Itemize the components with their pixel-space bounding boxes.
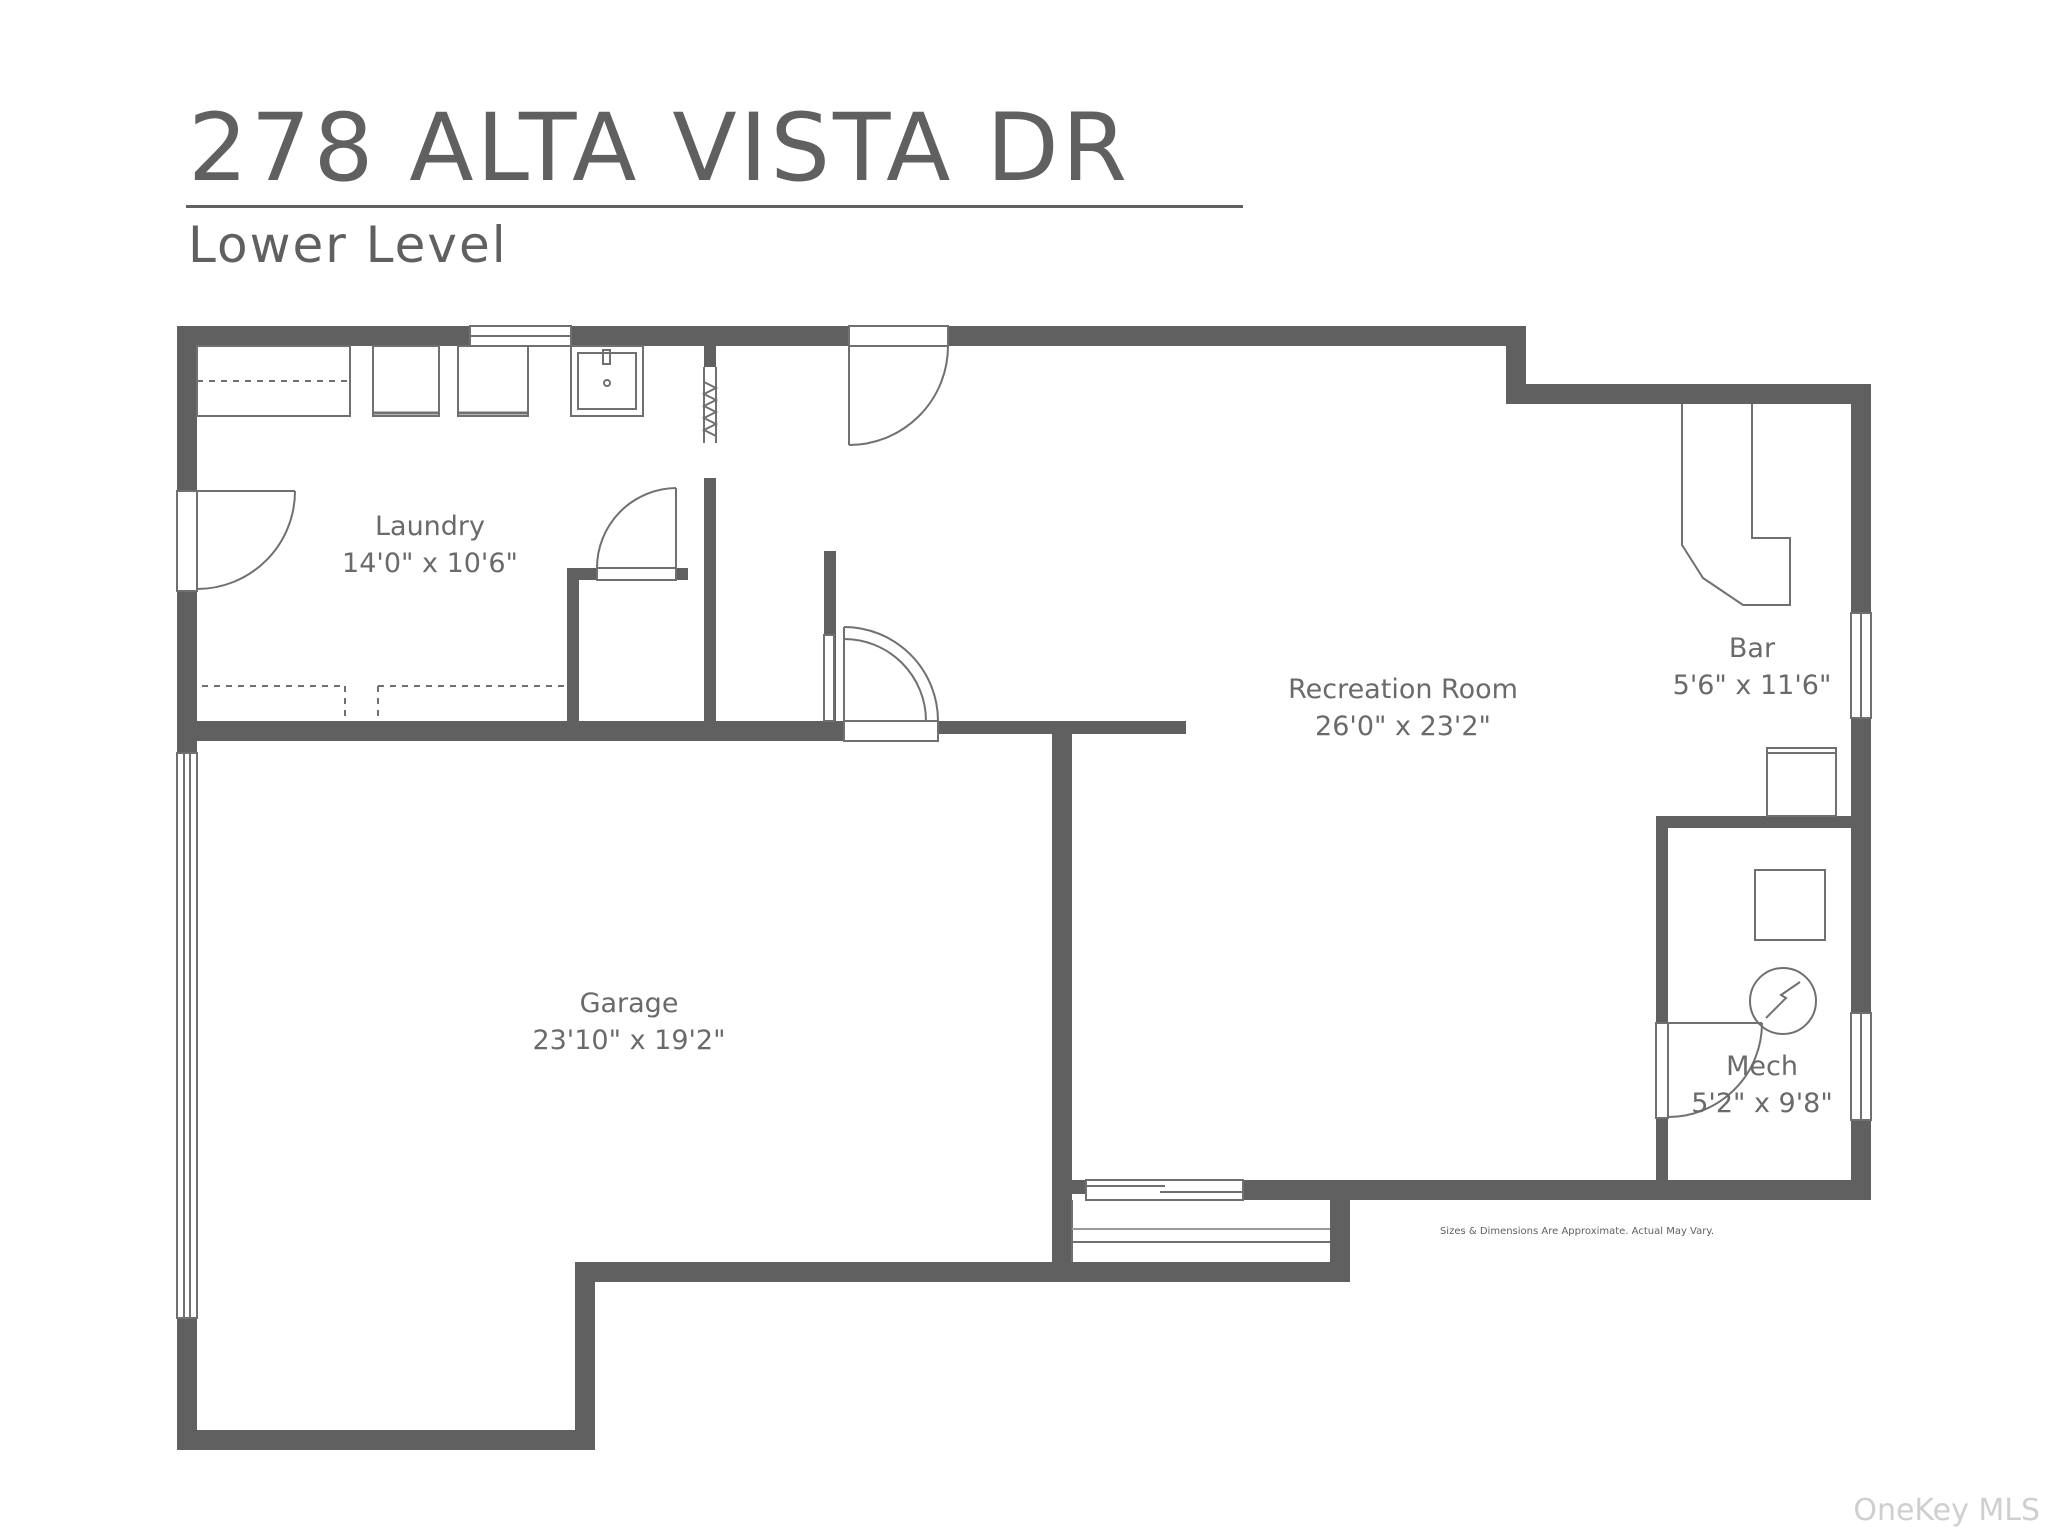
- door-closet: [596, 487, 677, 581]
- fixtures: [196, 345, 1837, 1262]
- door-recreation: [823, 626, 939, 742]
- laundry-size: 14'0" x 10'6": [342, 548, 518, 579]
- garage-name: Garage: [580, 988, 679, 1019]
- door-laundry-exterior: [176, 490, 296, 592]
- bar-counter: [1681, 404, 1791, 606]
- mech-size: 5'2" x 9'8": [1691, 1088, 1833, 1119]
- dryer-icon: [457, 345, 529, 417]
- furnace-icon: [1754, 869, 1826, 941]
- page-subtitle: Lower Level: [188, 216, 508, 274]
- entry-step: [1071, 1200, 1330, 1262]
- page-title: 278 ALTA VISTA DR: [188, 94, 1131, 203]
- garage-size: 23'10" x 19'2": [532, 1025, 725, 1056]
- recreation-name: Recreation Room: [1288, 674, 1518, 705]
- laundry-name: Laundry: [375, 511, 485, 542]
- bar-name: Bar: [1729, 633, 1776, 664]
- laundry-counter: [196, 345, 351, 417]
- bar-fridge-icon: [1766, 747, 1837, 817]
- recreation-size: 26'0" x 23'2": [1315, 711, 1491, 742]
- doors: [176, 325, 1763, 1201]
- watermark-credit: OneKey MLS: [1853, 1493, 2040, 1528]
- title-underline: [186, 205, 1243, 208]
- bar-size: 5'6" x 11'6": [1673, 670, 1832, 701]
- zigzag-railing: [701, 367, 719, 478]
- door-slider: [1085, 1179, 1244, 1201]
- door-mech: [1655, 1022, 1763, 1119]
- mech-name: Mech: [1726, 1051, 1798, 1082]
- windows: [176, 325, 1872, 1319]
- room-labels: Laundry 14'0" x 10'6" Recreation Room 26…: [342, 511, 1833, 1119]
- water-heater-icon: [1749, 967, 1817, 1035]
- walls: [177, 326, 1871, 1450]
- door-entry: [848, 325, 949, 446]
- disclaimer: Sizes & Dimensions Are Approximate. Actu…: [1440, 1226, 1714, 1237]
- washer-icon: [372, 345, 440, 417]
- laundry-shelf: [202, 685, 567, 721]
- utility-sink-icon: [570, 345, 644, 417]
